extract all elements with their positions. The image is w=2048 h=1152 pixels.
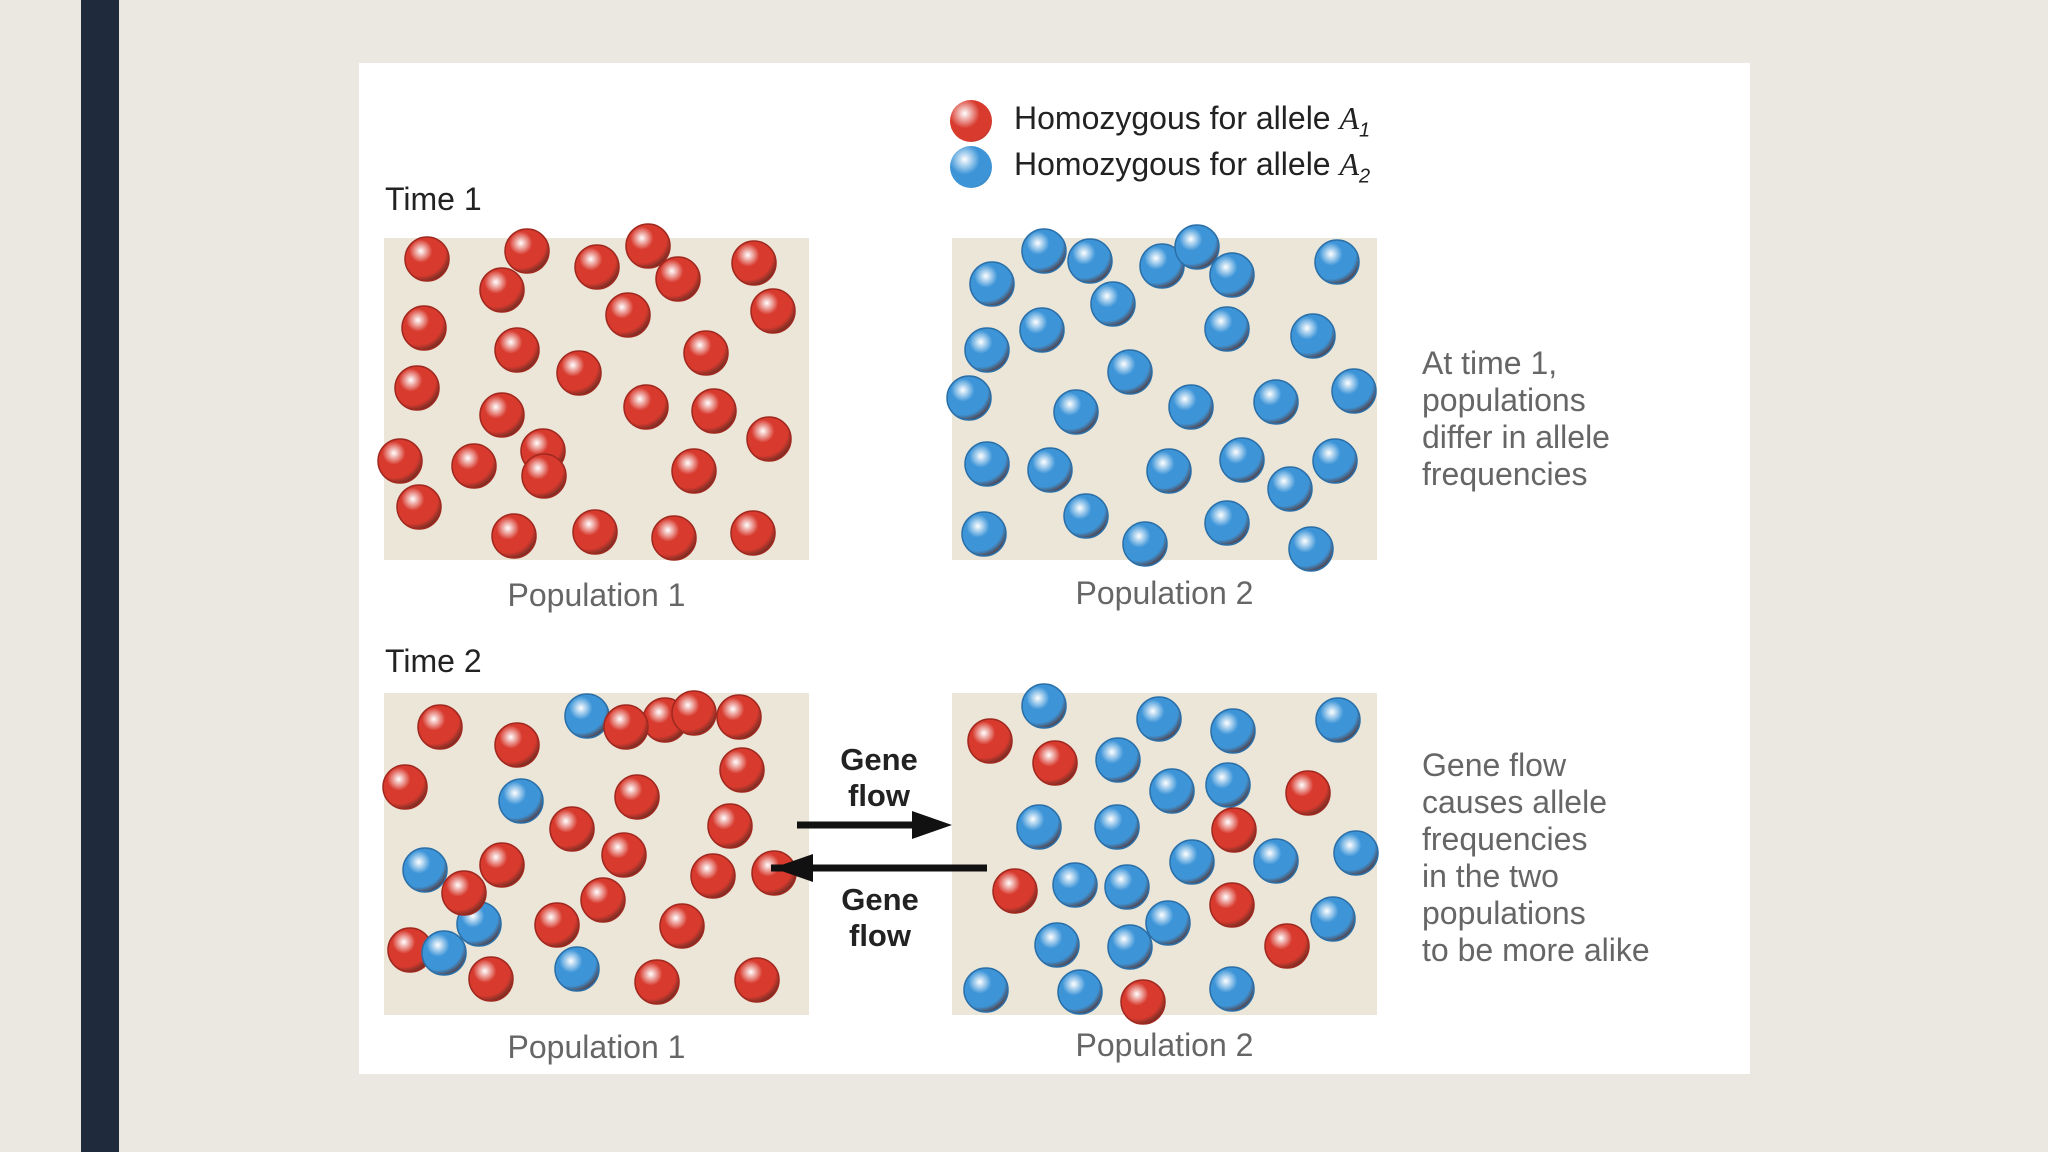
note-line: in the two [1422,858,1650,895]
note-line: Gene flow [1422,747,1650,784]
note-line: causes allele [1422,784,1650,821]
gene-flow-figure: Homozygous for allele A1 Homozygous for … [359,63,1750,1074]
note-line: frequencies [1422,821,1650,858]
arrow-right-icon [797,811,952,839]
arrow-left-icon [771,854,987,882]
note-line: populations [1422,895,1650,932]
time2-note: Gene flow causes allele frequencies in t… [1422,747,1650,969]
note-line: to be more alike [1422,932,1650,969]
slide-accent-bar [81,0,119,1152]
